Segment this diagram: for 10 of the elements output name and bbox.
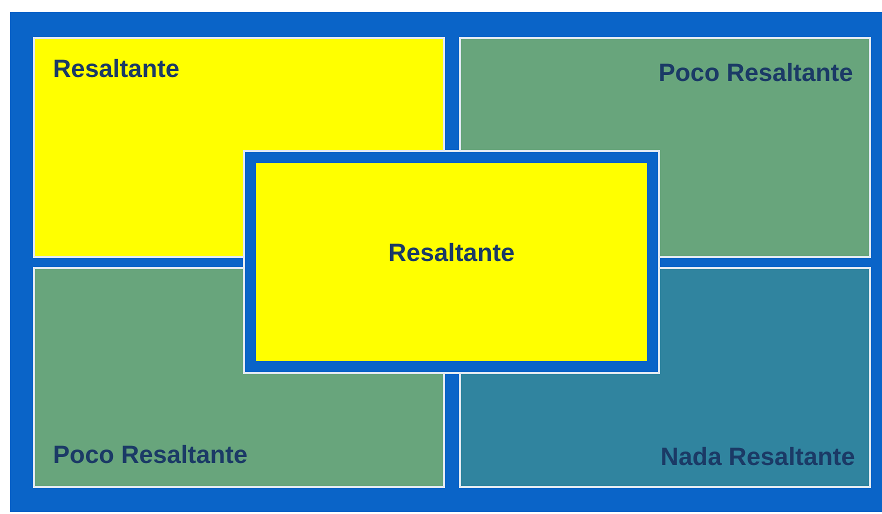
frame-panel — [10, 12, 882, 512]
quadrant-panel — [459, 372, 871, 488]
panel-label: Resaltante — [388, 238, 515, 268]
quadrant-panel — [33, 37, 445, 152]
quadrant-panel — [33, 372, 445, 488]
panel-label: Poco Resaltante — [658, 59, 853, 88]
panel-label: Nada Resaltante — [660, 443, 855, 472]
quadrant-panel — [459, 37, 871, 152]
panel-label: Resaltante — [53, 55, 180, 84]
panel-label: Poco Resaltante — [53, 441, 248, 470]
